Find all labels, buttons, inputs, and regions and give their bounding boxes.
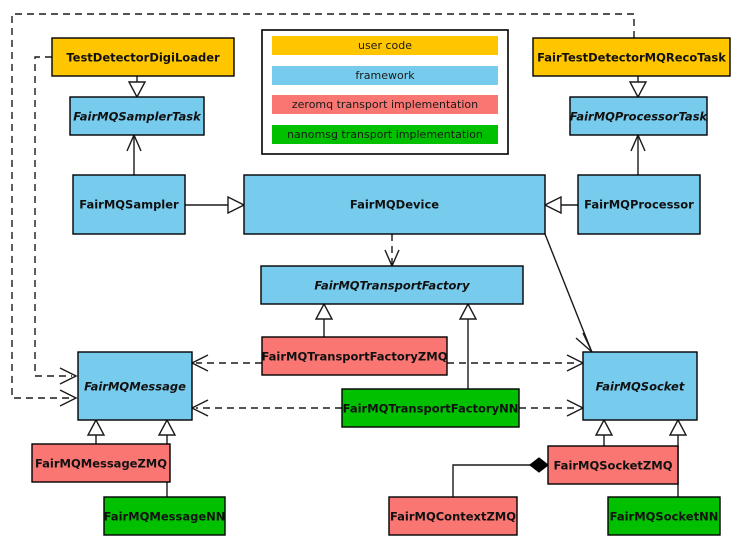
node-box bbox=[577, 174, 701, 235]
node-fairmqmessage[interactable]: FairMQMessage bbox=[77, 351, 193, 421]
node-label: FairMQDevice bbox=[350, 198, 439, 212]
node-box bbox=[69, 96, 205, 136]
node-fairtestdetectormqrecotask[interactable]: FairTestDetectorMQRecoTask bbox=[532, 37, 731, 77]
node-box bbox=[77, 351, 193, 421]
node-box bbox=[51, 37, 235, 77]
legend-swatch-nanomsg bbox=[272, 125, 498, 144]
node-box bbox=[103, 496, 226, 536]
node-label: FairTestDetectorMQRecoTask bbox=[537, 51, 726, 65]
node-fairmqmessagenn[interactable]: FairMQMessageNN bbox=[103, 496, 226, 536]
arrowhead-messagezmq-message bbox=[86, 418, 106, 436]
node-layer: TestDetectorDigiLoader FairTestDetectorM… bbox=[31, 37, 731, 536]
node-fairmqtransportfactory[interactable]: FairMQTransportFactory bbox=[260, 265, 524, 305]
node-fairmqsocketzmq[interactable]: FairMQSocketZMQ bbox=[547, 445, 679, 485]
node-label: FairMQProcessor bbox=[584, 198, 694, 212]
node-label: FairMQMessageZMQ bbox=[35, 457, 167, 471]
legend-item-framework: framework bbox=[272, 66, 498, 85]
arrowhead-messagenn-message bbox=[157, 418, 177, 436]
node-label: FairMQContextZMQ bbox=[390, 510, 516, 524]
node-label: FairMQSocket bbox=[596, 380, 685, 394]
node-label: FairMQSocketNN bbox=[610, 510, 719, 524]
node-fairmqmessagezmq[interactable]: FairMQMessageZMQ bbox=[31, 443, 171, 483]
node-testdetectordigiloader[interactable]: TestDetectorDigiLoader bbox=[51, 37, 235, 77]
node-fairmqdevice[interactable]: FairMQDevice bbox=[243, 174, 546, 235]
node-box bbox=[388, 496, 518, 536]
arrowhead-digiloader-to-message bbox=[59, 367, 78, 385]
arrowhead-recotask-processortask bbox=[628, 81, 648, 99]
node-label: FairMQSamplerTask bbox=[73, 110, 202, 124]
node-label: FairMQMessageNN bbox=[104, 510, 226, 524]
node-fairmqsampler[interactable]: FairMQSampler bbox=[72, 174, 186, 235]
node-box bbox=[582, 351, 698, 421]
arrowhead-socketzmq-socket bbox=[594, 418, 614, 436]
legend: user code framework zeromq transport imp… bbox=[261, 29, 509, 155]
node-box bbox=[72, 174, 186, 235]
edge-recotask-to-message bbox=[11, 13, 635, 399]
node-box bbox=[261, 336, 448, 376]
node-label: FairMQMessage bbox=[84, 380, 186, 394]
node-fairmqprocessortask[interactable]: FairMQProcessorTask bbox=[569, 96, 709, 136]
node-box bbox=[569, 96, 708, 136]
arrowhead-socketnn-socket bbox=[668, 418, 688, 436]
node-box bbox=[547, 445, 679, 485]
node-fairmqsamplertask[interactable]: FairMQSamplerTask bbox=[69, 96, 205, 136]
node-box bbox=[532, 37, 731, 77]
arrowhead-device-socket bbox=[575, 332, 593, 353]
node-fairmqcontextzmq[interactable]: FairMQContextZMQ bbox=[388, 496, 518, 536]
node-box bbox=[607, 496, 721, 536]
node-fairmqsocketnn[interactable]: FairMQSocketNN bbox=[607, 496, 721, 536]
legend-swatch-framework bbox=[272, 66, 498, 85]
edge-digiloader-to-message bbox=[34, 56, 72, 377]
arrowhead-recotask-to-message bbox=[59, 389, 78, 407]
legend-item-zeromq: zeromq transport implementation bbox=[272, 95, 498, 114]
node-fairmqtransportfactoryzmq[interactable]: FairMQTransportFactoryZMQ bbox=[261, 336, 448, 376]
legend-label: nanomsg transport implementation bbox=[287, 128, 483, 141]
node-box bbox=[341, 388, 520, 428]
node-box bbox=[260, 265, 524, 305]
legend-label: user code bbox=[358, 39, 412, 52]
legend-label: zeromq transport implementation bbox=[292, 98, 478, 111]
arrowhead-processor-device bbox=[543, 195, 562, 215]
node-label: FairMQTransportFactoryZMQ bbox=[261, 350, 447, 364]
node-label: FairMQTransportFactoryNN bbox=[343, 402, 519, 416]
edge-device-socket bbox=[544, 233, 592, 351]
node-fairmqsocket[interactable]: FairMQSocket bbox=[582, 351, 698, 421]
legend-item-user-code: user code bbox=[272, 36, 498, 55]
arrowhead-tfnn-tf bbox=[458, 302, 478, 320]
node-label: FairMQProcessorTask bbox=[570, 110, 709, 124]
legend-item-nanomsg: nanomsg transport implementation bbox=[272, 125, 498, 144]
node-label: TestDetectorDigiLoader bbox=[66, 51, 220, 65]
arrowhead-digiloader-samplertask bbox=[127, 81, 147, 99]
legend-swatch-user-code bbox=[272, 36, 498, 55]
edge-socketzmq-contextzmq bbox=[452, 464, 532, 497]
legend-label: framework bbox=[355, 69, 415, 82]
arrowhead-tfzmq-tf bbox=[314, 302, 334, 320]
node-label: FairMQSampler bbox=[79, 198, 179, 212]
node-fairmqtransportfactorynn[interactable]: FairMQTransportFactoryNN bbox=[341, 388, 520, 428]
node-label: FairMQSocketZMQ bbox=[554, 459, 673, 473]
legend-swatch-zeromq bbox=[272, 95, 498, 114]
node-fairmqprocessor[interactable]: FairMQProcessor bbox=[577, 174, 701, 235]
node-box bbox=[243, 174, 546, 235]
diamond-socketzmq-contextzmq bbox=[529, 457, 549, 473]
node-box bbox=[31, 443, 171, 483]
node-label: FairMQTransportFactory bbox=[314, 279, 470, 293]
arrowhead-sampler-device bbox=[227, 195, 246, 215]
